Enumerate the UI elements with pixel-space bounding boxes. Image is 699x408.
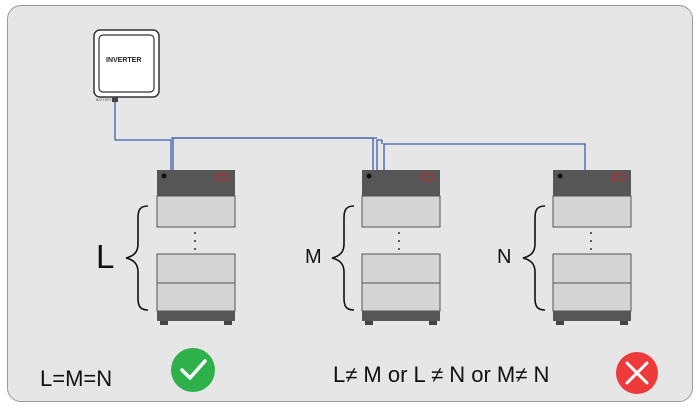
battery-module: [156, 195, 236, 228]
battery-base: [362, 311, 440, 321]
valid-condition-text: L=M=N: [40, 366, 113, 391]
inverter-port: [112, 97, 118, 102]
stack-brace: [125, 205, 149, 311]
stack-label-N: N: [497, 246, 512, 268]
stack-label-L: L: [96, 238, 115, 275]
battery-stack-M: [331, 170, 441, 325]
stack-label-M: M: [305, 246, 322, 268]
battery-module: [361, 253, 441, 284]
battery-module: [361, 195, 441, 228]
battery-base: [553, 311, 631, 321]
inverter-port-label: BATTERY: [96, 98, 112, 102]
battery-module: [552, 282, 632, 312]
battery-stack-N: [522, 170, 632, 325]
battery-cables: [114, 102, 586, 170]
battery-module: [552, 195, 632, 228]
battery-stack-L: [125, 170, 236, 325]
inverter-label: INVERTER: [106, 57, 142, 64]
battery-base: [157, 311, 235, 321]
stack-brace: [522, 205, 546, 311]
led-indicator: [611, 173, 625, 181]
stack-brace: [331, 205, 355, 311]
battery-module: [552, 253, 632, 284]
led-indicator: [420, 173, 434, 181]
check-circle-icon: [171, 348, 215, 392]
led-indicator: [215, 173, 229, 181]
battery-module: [361, 282, 441, 312]
cross-circle-icon: [616, 352, 658, 394]
battery-module: [156, 253, 236, 284]
inverter-unit: [93, 29, 160, 102]
battery-module: [156, 282, 236, 312]
invalid-condition-text: L≠ M or L ≠ N or M≠ N: [333, 362, 550, 387]
